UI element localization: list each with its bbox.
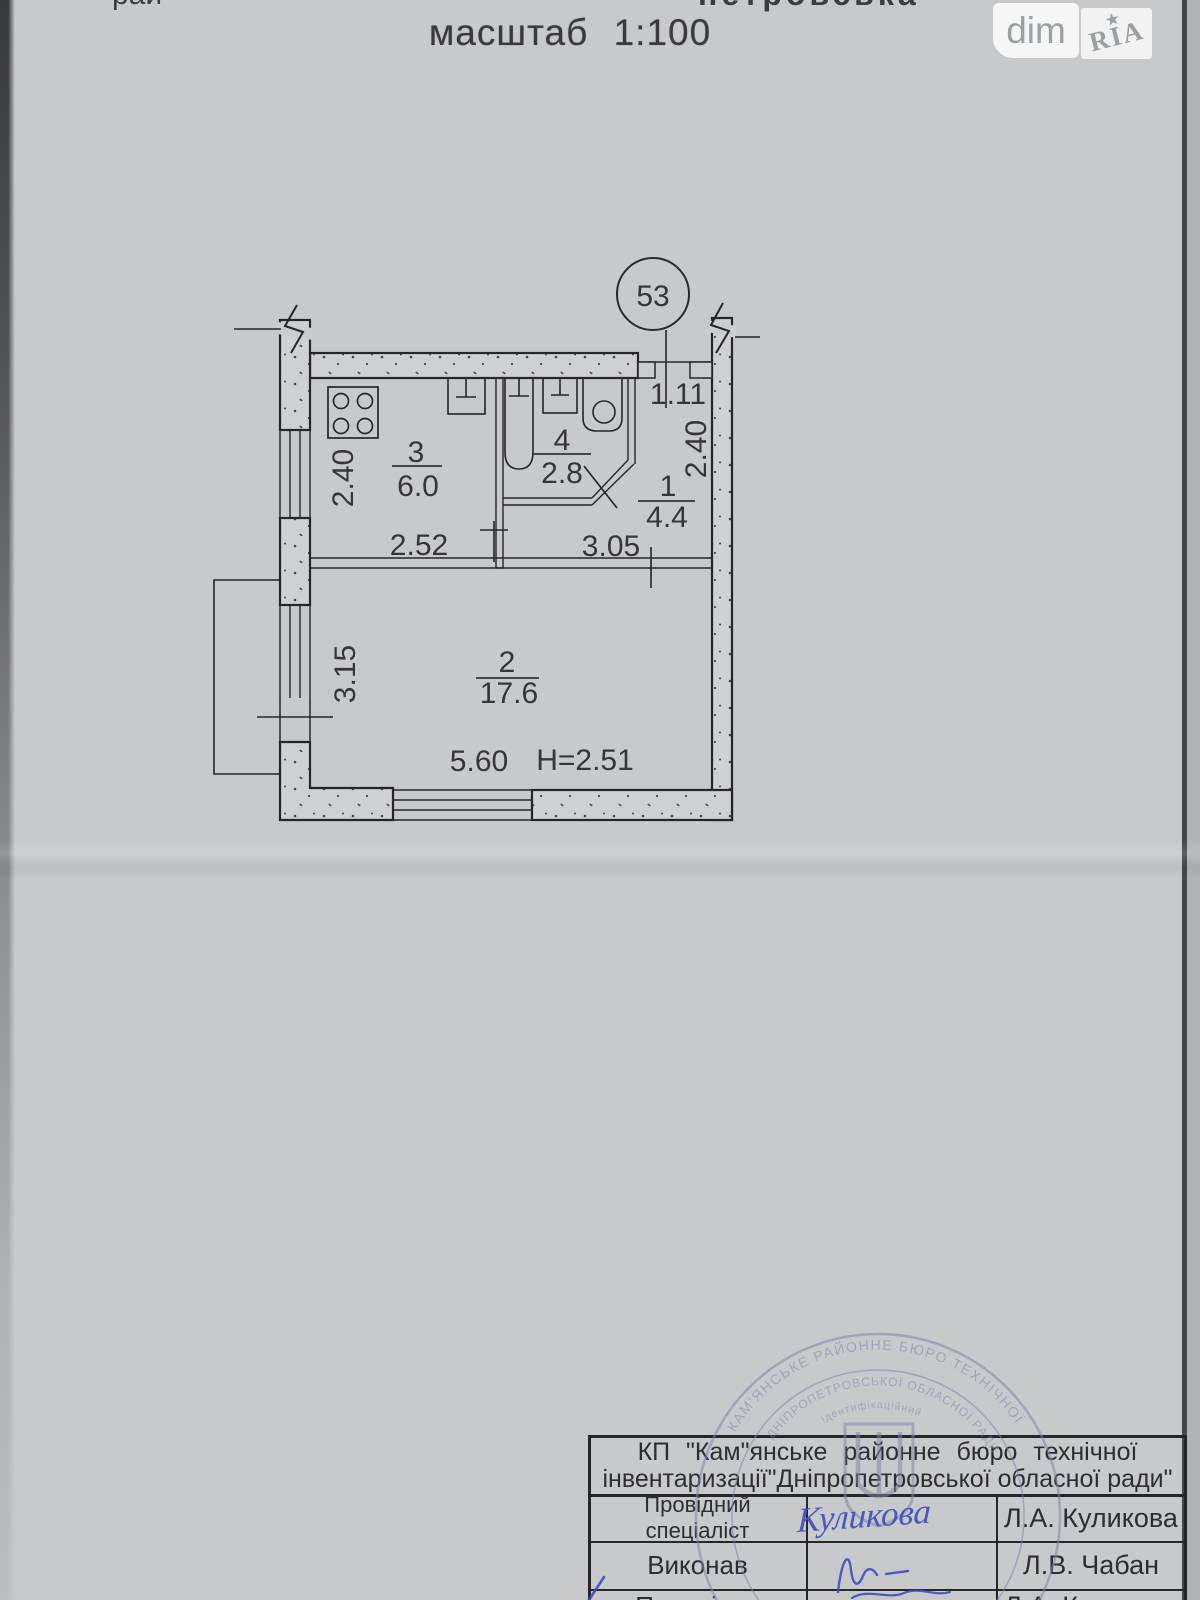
bathroom-door-mark: [583, 465, 618, 509]
apartment-number: 53: [636, 280, 669, 313]
paper-right-edge: [1182, 0, 1187, 1600]
table-header-line2: інвентаризації"Дніпропетровської обласно…: [602, 1465, 1173, 1493]
dim-kitchen-depth: 2.40: [327, 449, 360, 507]
dim-room2-depth: 3.15: [329, 645, 362, 703]
dim-entry-door: 1.11: [650, 378, 706, 411]
wall-break-symbols: [234, 302, 760, 354]
paper-right-margin: [1187, 0, 1200, 1600]
apartment-number-circle: [616, 257, 690, 331]
interior-partitions: [309, 377, 713, 569]
room1-area: 4.4: [646, 501, 688, 534]
dim-kitchen-width: 2.52: [390, 529, 448, 562]
table-row1-name: Л.А. Куликова: [1004, 1502, 1178, 1533]
room2-number: 2: [499, 646, 516, 679]
dimension-labels: 2.40 2.52 3.05 2.40 1.11 3.15 5.60 H=2.5…: [327, 378, 713, 778]
room3-area: 6.0: [397, 470, 439, 503]
dim-bath-hall-width: 3.05: [582, 530, 640, 563]
toilet-icon: [582, 377, 623, 432]
cut-off-title-fragment-left: рай: [112, 0, 162, 12]
dim-ceiling-height: H=2.51: [536, 744, 634, 777]
table-row3-name: Л.А. Куликова: [998, 1591, 1184, 1600]
dim-logo-text: dim: [1006, 9, 1066, 51]
dim-hall-depth: 2.40: [680, 420, 713, 478]
table-header-line1: КП "Кам"янське районне бюро технічної: [637, 1437, 1138, 1466]
table-row2-label: Виконав: [647, 1550, 748, 1580]
window-livingroom: [279, 605, 311, 698]
dimension-ticks: [257, 521, 652, 718]
room1-number: 1: [660, 470, 677, 503]
paper-left-edge-shadow: [0, 0, 15, 1600]
kitchen-sink-icon: [447, 377, 486, 415]
room2-area: 17.6: [480, 677, 538, 710]
entry-doorway: [637, 330, 713, 408]
window-bottom: [393, 789, 532, 821]
stove-icon: [327, 386, 379, 439]
dim-watermark-logo: dim: [993, 3, 1079, 58]
room-labels: 3 6.0 4 2.8 1 4.4 2 17.6: [392, 424, 695, 710]
washbasin-icon: [542, 377, 578, 414]
table-row3-label: Перевірив: [591, 1591, 804, 1600]
scale-caption: масштаб 1:100: [428, 12, 712, 53]
room3-number: 3: [408, 436, 425, 469]
ria-watermark-logo: ★ RIA: [1081, 8, 1152, 59]
bathtub-icon: [504, 377, 534, 470]
room4-area: 2.8: [541, 457, 583, 490]
balcony-doorway: [279, 698, 311, 742]
balcony-outline: [213, 579, 280, 775]
dim-room2-width: 5.60: [450, 745, 508, 778]
cut-off-title-fragment-right: петровська: [698, 0, 920, 13]
table-row2-name: Л.В. Чабан: [1022, 1550, 1159, 1580]
window-kitchen: [279, 430, 311, 518]
table-row1-label: Провідний спеціаліст: [644, 1492, 751, 1543]
room4-number: 4: [554, 424, 571, 457]
paper-crease: [0, 840, 1200, 880]
